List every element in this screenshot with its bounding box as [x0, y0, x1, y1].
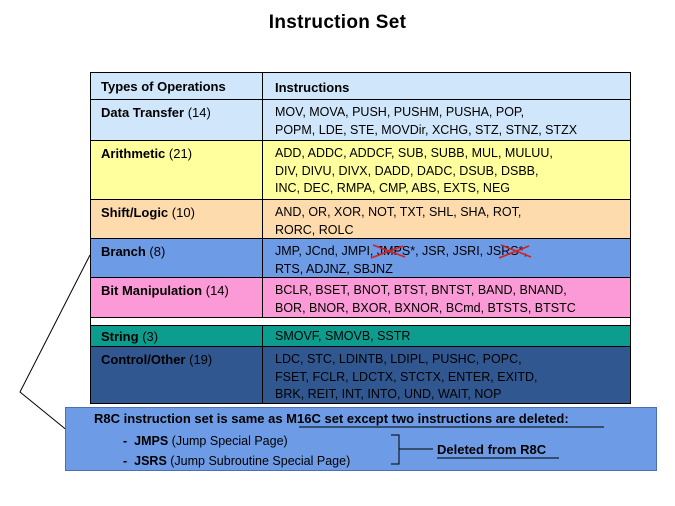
instruction-line: BOR, BNOR, BXOR, BXNOR, BCmd, BTSTS, BTS…: [275, 300, 576, 315]
category-count: (19): [189, 352, 213, 367]
instruction-line: DIV, DIVU, DIVX, DADD, DADC, DSUB, DSBB,: [275, 163, 539, 178]
row-branch: Branch (8) JMP, JCnd, JMPI, JMPS*, JSR, …: [91, 239, 630, 278]
deleted-label: Deleted from R8C: [437, 442, 547, 457]
category-name: Bit Manipulation: [101, 283, 203, 298]
instruction-line: BRK, REIT, INT, INTO, UND, WAIT, NOP: [275, 387, 502, 401]
r8c-note-box: R8C instruction set is same as M16C set …: [65, 407, 657, 471]
row-data-transfer: Data Transfer (14) MOV, MOVA, PUSH, PUSH…: [91, 100, 630, 141]
category-count: (14): [187, 105, 211, 120]
note-item-jsrs: - JSRS (Jump Subroutine Special Page): [123, 454, 350, 468]
instruction-line: FSET, FCLR, LDCTX, STCTX, ENTER, EXITD,: [275, 369, 538, 384]
category-count: (14): [205, 283, 229, 298]
instruction-line: RORC, ROLC: [275, 222, 354, 237]
category-cell: String (3): [91, 326, 263, 346]
deleted-bracket: [299, 426, 604, 465]
category-name: Shift/Logic: [101, 205, 169, 220]
note-item-code: JSRS: [134, 454, 167, 468]
category-count: (8): [149, 244, 166, 259]
category-count: (3): [142, 329, 159, 344]
row-control-other: Control/Other (19) LDC, STC, LDINTB, LDI…: [91, 347, 630, 403]
header-instructions: Instructions: [275, 80, 350, 95]
page-title: Instruction Set: [268, 12, 407, 33]
instruction-line: LDC, STC, LDINTB, LDIPL, PUSHC, POPC,: [275, 352, 522, 366]
instruction-line: MOV, MOVA, PUSH, PUSHM, PUSHA, POP,: [275, 105, 525, 119]
category-name: Data Transfer: [101, 105, 185, 120]
row-arithmetic: Arithmetic (21) ADD, ADDC, ADDCF, SUB, S…: [91, 141, 630, 200]
header-operations: Types of Operations: [91, 73, 263, 99]
instruction-line: JMP, JCnd, JMPI, JMPS*, JSR, JSRI, JSRS*…: [275, 244, 527, 258]
note-item-desc: (Jump Subroutine Special Page): [170, 454, 351, 468]
row-shift-logic: Shift/Logic (10) AND, OR, XOR, NOT, TXT,…: [91, 200, 630, 239]
row-bit-manipulation: Bit Manipulation (14) BCLR, BSET, BNOT, …: [91, 278, 630, 318]
category-cell: Control/Other (19): [91, 347, 263, 403]
category-count: (21): [168, 146, 193, 161]
instructions-cell: JMP, JCnd, JMPI, JMPS*, JSR, JSRI, JSRS*…: [263, 239, 630, 277]
note-item-code: JMPS: [134, 434, 169, 448]
note-item-jmps: - JMPS (Jump Special Page): [123, 434, 288, 448]
instructions-cell: BCLR, BSET, BNOT, BTST, BNTST, BAND, BNA…: [263, 278, 630, 317]
note-item-desc: (Jump Special Page): [171, 434, 288, 448]
instruction-line: SMOVF, SMOVB, SSTR: [275, 329, 411, 343]
instructions-cell: AND, OR, XOR, NOT, TXT, SHL, SHA, ROT, R…: [263, 200, 630, 238]
instruction-line: RTS, ADJNZ, SBJNZ: [275, 261, 393, 276]
category-cell: Bit Manipulation (14): [91, 278, 263, 317]
instruction-table: Types of Operations Instructions Data Tr…: [90, 72, 631, 404]
instructions-cell: MOV, MOVA, PUSH, PUSHM, PUSHA, POP, POPM…: [263, 100, 630, 140]
category-name: Control/Other: [101, 352, 186, 367]
category-cell: Shift/Logic (10): [91, 200, 263, 238]
row-string: String (3) SMOVF, SMOVB, SSTR: [91, 326, 630, 347]
row-gap: [91, 318, 630, 326]
category-name: Branch: [101, 244, 146, 259]
table-header: Types of Operations Instructions: [91, 73, 630, 100]
category-name: Arithmetic: [101, 146, 166, 161]
category-cell: Branch (8): [91, 239, 263, 277]
instructions-cell: SMOVF, SMOVB, SSTR: [263, 326, 630, 346]
instruction-line: AND, OR, XOR, NOT, TXT, SHL, SHA, ROT,: [275, 205, 522, 219]
instruction-line: ADD, ADDC, ADDCF, SUB, SUBB, MUL, MULUU,: [275, 146, 553, 160]
category-name: String: [101, 329, 139, 344]
instructions-cell: LDC, STC, LDINTB, LDIPL, PUSHC, POPC, FS…: [263, 347, 630, 403]
note-item-dash: -: [123, 434, 128, 448]
instruction-line: POPM, LDE, STE, MOVDir, XCHG, STZ, STNZ,…: [275, 122, 578, 137]
instruction-line: BCLR, BSET, BNOT, BTST, BNTST, BAND, BNA…: [275, 283, 567, 297]
note-title: R8C instruction set is same as M16C set …: [94, 411, 569, 426]
instruction-line: INC, DEC, RMPA, CMP, ABS, EXTS, NEG: [275, 181, 511, 195]
category-cell: Arithmetic (21): [91, 141, 263, 199]
category-cell: Data Transfer (14): [91, 100, 263, 140]
note-item-dash: -: [123, 454, 128, 468]
category-count: (10): [171, 205, 195, 220]
instructions-cell: ADD, ADDC, ADDCF, SUB, SUBB, MUL, MULUU,…: [263, 141, 630, 199]
